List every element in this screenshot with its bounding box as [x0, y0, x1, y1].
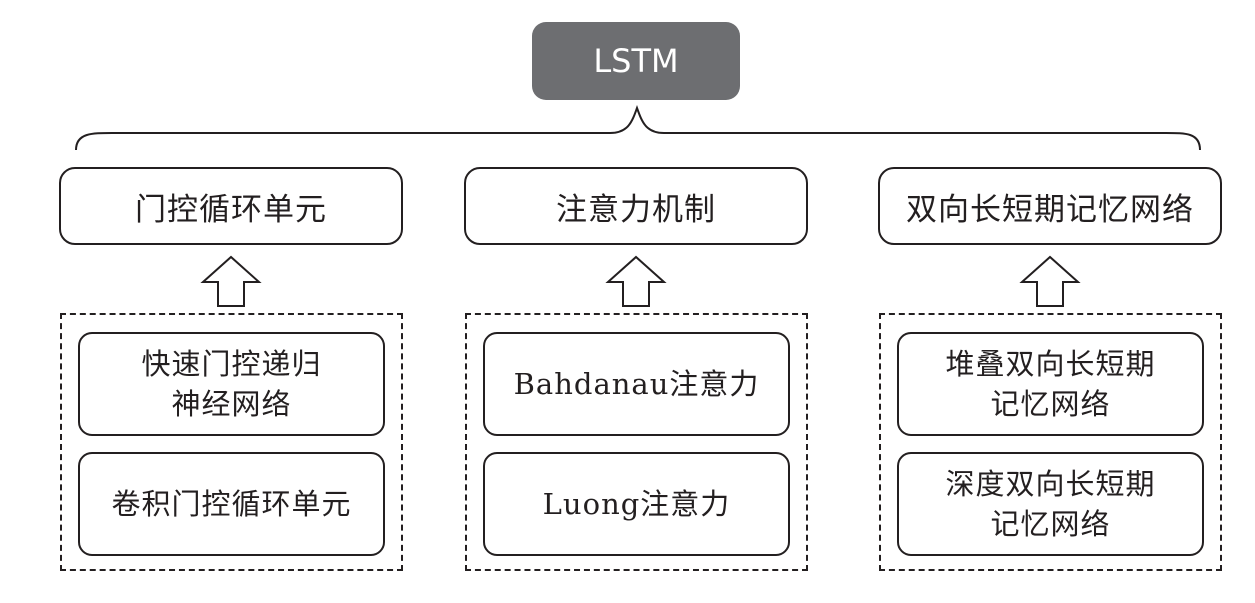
category-label: 注意力机制: [556, 191, 716, 228]
subgroup-gru: 快速门控递归 神经网络 卷积门控循环单元: [60, 313, 403, 571]
category-label: 门控循环单元: [135, 191, 327, 228]
category-box-attention: 注意力机制: [464, 167, 808, 245]
subitem-box: Bahdanau注意力: [483, 332, 790, 436]
up-arrow-icon-3: [1019, 255, 1081, 307]
up-arrows: [200, 255, 1081, 307]
subitem-box: Luong注意力: [483, 452, 790, 556]
up-arrow-icon-1: [200, 255, 262, 307]
category-box-bilstm: 双向长短期记忆网络: [878, 167, 1222, 245]
subgroup-bilstm: 堆叠双向长短期 记忆网络 深度双向长短期 记忆网络: [879, 313, 1222, 571]
category-box-gru: 门控循环单元: [59, 167, 403, 245]
root-node-label: LSTM: [593, 42, 679, 80]
category-label: 双向长短期记忆网络: [906, 191, 1194, 228]
subitem-box: 卷积门控循环单元: [78, 452, 385, 556]
up-arrow-icon-2: [605, 255, 667, 307]
root-node-lstm: LSTM: [532, 22, 740, 100]
subitem-box: 快速门控递归 神经网络: [78, 332, 385, 436]
subitem-box: 深度双向长短期 记忆网络: [897, 452, 1204, 556]
subgroup-attention: Bahdanau注意力 Luong注意力: [465, 313, 808, 571]
subitem-box: 堆叠双向长短期 记忆网络: [897, 332, 1204, 436]
brace-connector: [75, 105, 1201, 151]
